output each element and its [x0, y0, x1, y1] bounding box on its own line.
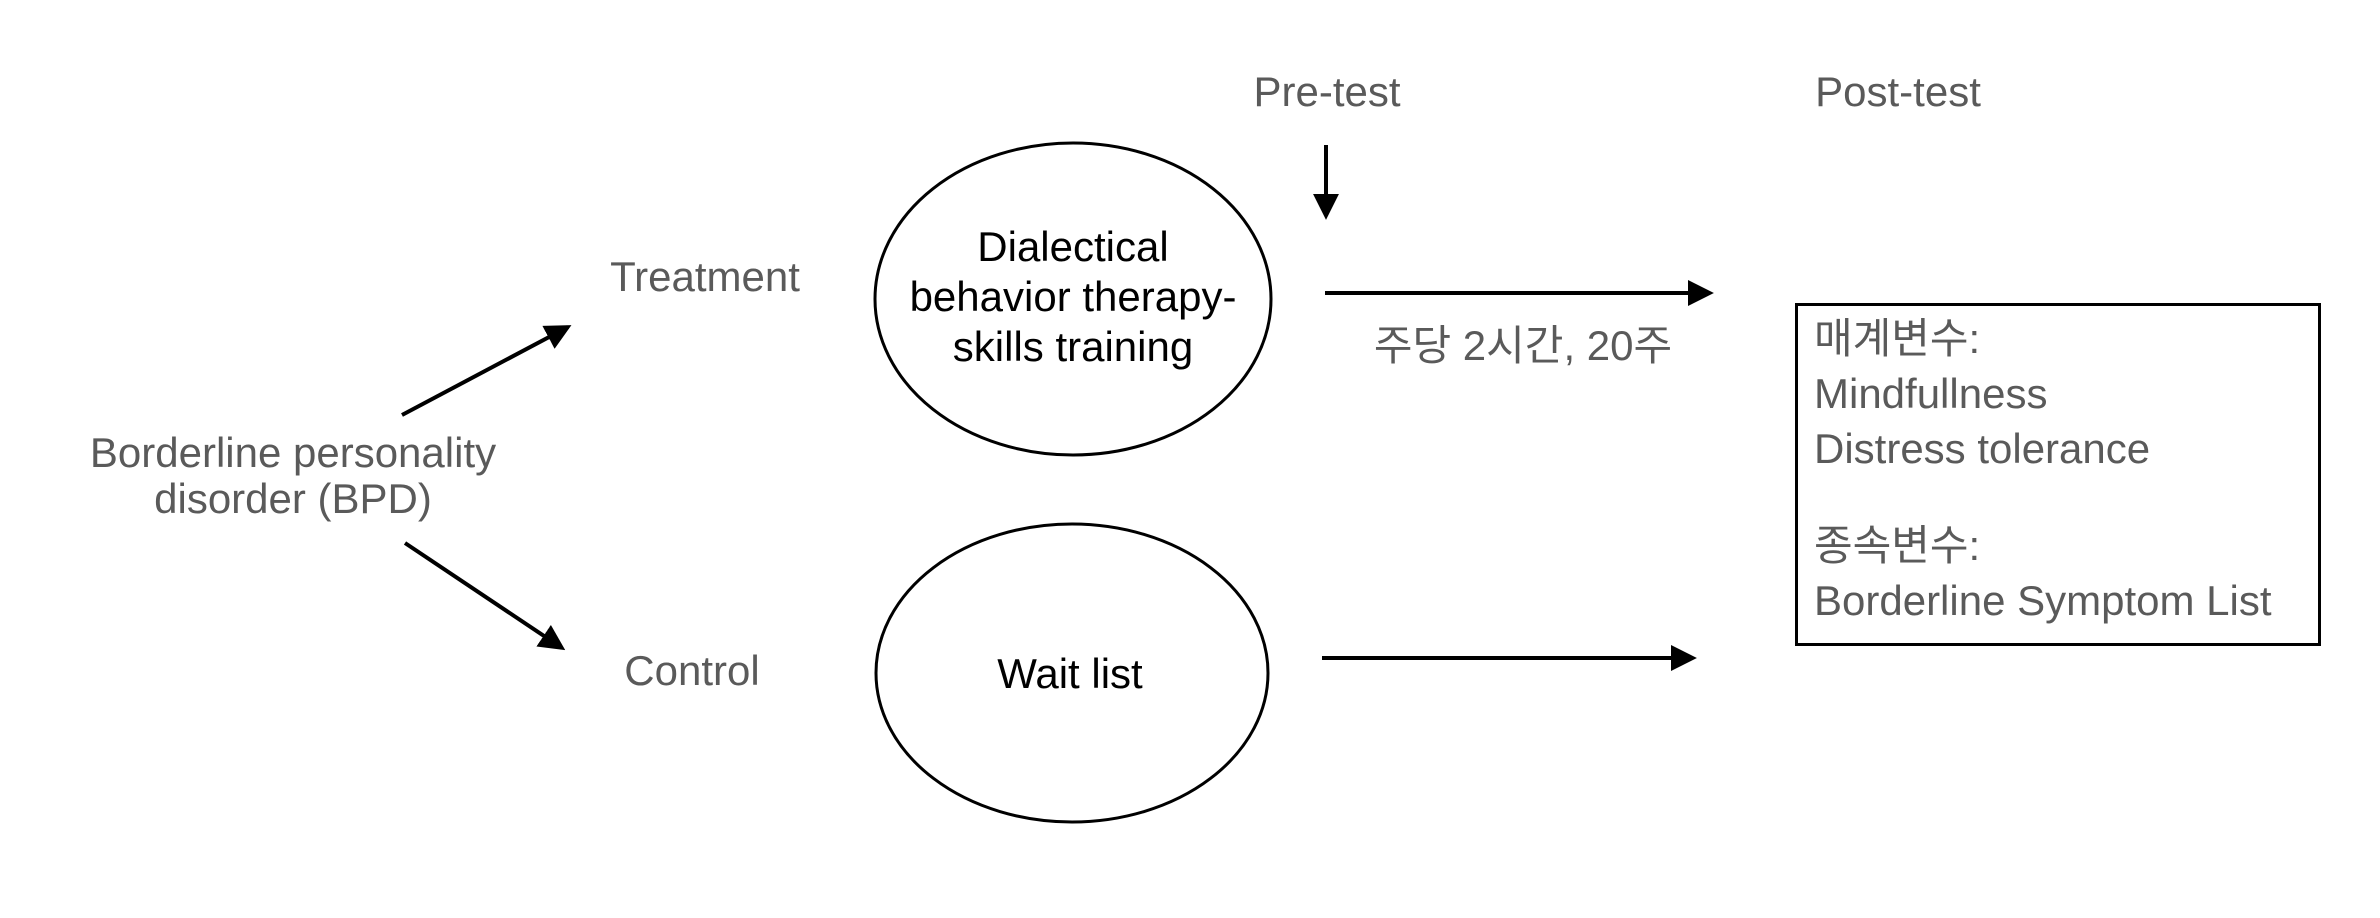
control-ellipse	[874, 522, 1270, 824]
treatment-ellipse	[873, 141, 1273, 457]
mediator-item: Distress tolerance	[1814, 425, 2151, 472]
mediator-item: Mindfullness	[1814, 370, 2048, 417]
dependent-title: 종속변수:	[1814, 522, 1981, 569]
box-section-spacer	[1814, 476, 2302, 518]
arrow-bpd-to-treatment	[401, 325, 572, 417]
pretest-label: Pre-test	[1253, 68, 1401, 115]
duration-label: 주당 2시간, 20주	[1373, 322, 1673, 369]
mediator-title: 매계변수:	[1814, 315, 1981, 362]
control-intervention-label: Wait list	[997, 650, 1143, 697]
posttest-label: Post-test	[1815, 68, 1981, 115]
outcome-variables-box: 매계변수: Mindfullness Distress tolerance 종속…	[1795, 303, 2321, 646]
treatment-group-label: Treatment	[610, 253, 800, 300]
dependent-item: Borderline Symptom List	[1814, 577, 2272, 624]
arrow-bpd-to-control	[403, 541, 566, 651]
population-label: Borderline personality disorder (BPD)	[89, 429, 497, 522]
control-group-label: Control	[624, 647, 760, 694]
treatment-intervention-label: Dialectical behavior therapy- skills tra…	[909, 223, 1237, 370]
